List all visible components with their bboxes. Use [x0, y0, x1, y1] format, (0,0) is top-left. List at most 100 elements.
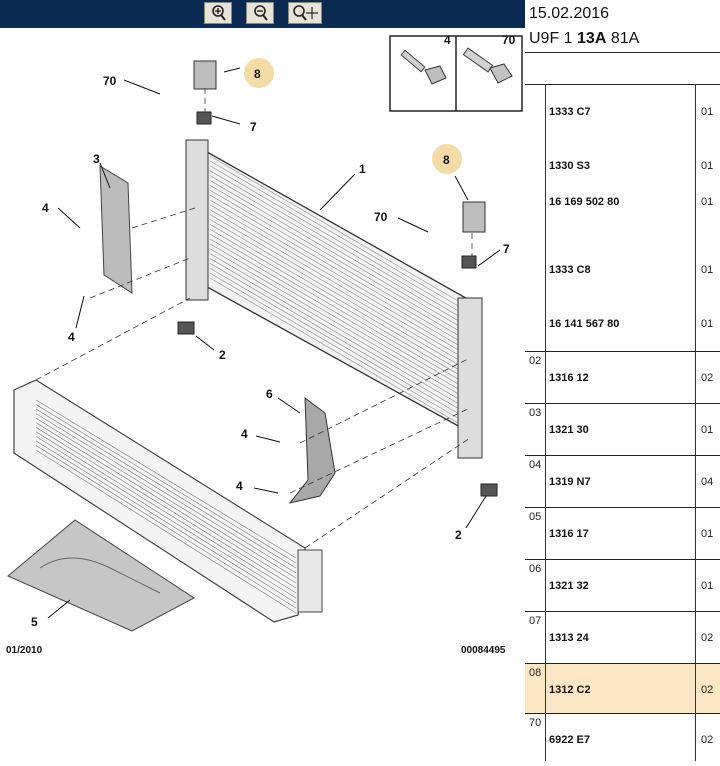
callout-5[interactable]: 5	[31, 615, 38, 629]
mount-8-top	[193, 60, 217, 90]
zoom-in-button[interactable]	[204, 2, 232, 24]
header-date: 15.02.2016	[529, 5, 610, 22]
part-qty: 01	[701, 424, 714, 436]
radiator-fin	[209, 248, 471, 402]
intercooler-fin	[35, 431, 297, 594]
parts-diagram: 70 8 7 3 1 8 4 70 7 4 2 6 4 4 2 5 4 70 0…	[0, 28, 525, 761]
parts-row-08-selected[interactable]: 08 1312 C2 02	[525, 663, 720, 713]
radiator-fin	[209, 180, 471, 333]
intercooler-fin	[35, 413, 297, 574]
fastener-inset	[389, 35, 523, 112]
row-number: 03	[529, 407, 542, 419]
radiator-fin	[209, 155, 471, 309]
part-ref[interactable]: 1316 12	[549, 372, 589, 384]
toolbar	[0, 0, 525, 28]
radiator-fin	[209, 228, 471, 382]
radiator-fin	[209, 253, 471, 406]
radiator-fin	[209, 277, 471, 431]
intercooler-fin	[35, 417, 297, 579]
radiator-fin	[209, 170, 471, 323]
part-qty: 02	[701, 734, 714, 746]
inset-bolt-70	[462, 47, 513, 84]
part-ref[interactable]: 1313 24	[549, 632, 589, 644]
part-ref[interactable]: 1316 17	[549, 528, 589, 540]
radiator-fin	[209, 272, 471, 426]
callout-highlight-8-right	[432, 144, 462, 174]
radiator-fin	[209, 199, 471, 353]
row-number: 04	[529, 459, 542, 471]
inset-label-70: 70	[502, 33, 516, 47]
intercooler-fin	[35, 422, 297, 584]
part-ref[interactable]: 1333 C8	[549, 264, 591, 276]
parts-row-04[interactable]: 04 1319 N7 04	[525, 455, 720, 507]
radiator-fin	[209, 238, 471, 392]
callout-4-upper-left[interactable]: 4	[42, 201, 49, 215]
callout-1[interactable]: 1	[359, 162, 366, 176]
part-ref[interactable]: 16 169 502 80	[549, 196, 620, 208]
part-ref[interactable]: 16 141 567 80	[549, 318, 620, 330]
leader-lines	[47, 67, 501, 619]
radiator-fin	[209, 219, 471, 372]
parts-row-07[interactable]: 07 1313 24 02	[525, 611, 720, 663]
part-qty: 01	[701, 196, 714, 208]
side-panel-3	[99, 165, 133, 294]
radiator-fin	[209, 258, 471, 411]
row-number: 08	[529, 667, 542, 679]
part-qty: 02	[701, 632, 714, 644]
pan-icon	[293, 5, 318, 21]
part-ref[interactable]: 1319 N7	[549, 476, 591, 488]
part-qty: 01	[701, 528, 714, 540]
diagram-date-code: 01/2010	[6, 645, 43, 656]
parts-row-05[interactable]: 05 1316 17 01	[525, 507, 720, 559]
part-qty: 01	[701, 318, 714, 330]
parts-row-70[interactable]: 70 6922 E7 02	[525, 713, 720, 761]
radiator-fin	[209, 263, 471, 416]
zoom-out-button[interactable]	[246, 2, 274, 24]
mount-8-right	[462, 201, 486, 233]
part-ref[interactable]: 1312 C2	[549, 684, 591, 696]
parts-row-03[interactable]: 03 1321 30 01	[525, 403, 720, 455]
callout-2-left[interactable]: 2	[219, 348, 226, 362]
parts-row-group-1[interactable]: 1333 C7 01 1330 S3 01 16 169 502 80 01 1…	[525, 84, 720, 351]
code-bold: 13A	[577, 30, 607, 47]
part-ref[interactable]: 1333 C7	[549, 106, 591, 118]
part-ref[interactable]: 1330 S3	[549, 160, 590, 172]
callout-7-right[interactable]: 7	[503, 242, 510, 256]
callout-2-right[interactable]: 2	[455, 528, 462, 542]
grommet-2-left	[177, 321, 195, 335]
assembly-lines	[35, 88, 473, 549]
intercooler-fin	[35, 436, 297, 599]
callout-6[interactable]: 6	[266, 387, 273, 401]
radiator-fin	[209, 184, 471, 338]
bracket-6	[288, 396, 336, 504]
radiator-fin	[209, 194, 471, 348]
pan-button[interactable]	[288, 2, 322, 24]
callout-7-top[interactable]: 7	[250, 120, 257, 134]
part-ref[interactable]: 1321 30	[549, 424, 589, 436]
row-number: 05	[529, 511, 542, 523]
callout-4-mid[interactable]: 4	[241, 427, 248, 441]
code-suffix: 81A	[606, 30, 640, 47]
parts-row-06[interactable]: 06 1321 32 01	[525, 559, 720, 611]
radiator-fin	[209, 214, 471, 367]
row-number: 07	[529, 615, 542, 627]
part-ref[interactable]: 6922 E7	[549, 734, 590, 746]
callout-4-bottom[interactable]: 4	[236, 479, 243, 493]
callout-highlight-8-top	[244, 58, 274, 88]
zoom-in-icon	[212, 5, 226, 21]
callout-8-top[interactable]: 8	[254, 67, 261, 81]
grommet-2-right	[480, 483, 498, 497]
radiator-fin	[209, 209, 471, 362]
callout-70-top[interactable]: 70	[103, 74, 117, 88]
callout-8-right[interactable]: 8	[443, 153, 450, 167]
radiator-fin	[209, 267, 471, 421]
intercooler-fin	[35, 426, 297, 589]
parts-row-02[interactable]: 02 1316 12 02	[525, 351, 720, 403]
row-number: 02	[529, 355, 542, 367]
radiator-fin	[209, 233, 471, 387]
callout-4-lower-left[interactable]: 4	[68, 330, 75, 344]
callout-3[interactable]: 3	[93, 152, 100, 166]
part-ref[interactable]: 1321 32	[549, 580, 589, 592]
callout-70-right[interactable]: 70	[374, 210, 388, 224]
row-number: 06	[529, 563, 542, 575]
